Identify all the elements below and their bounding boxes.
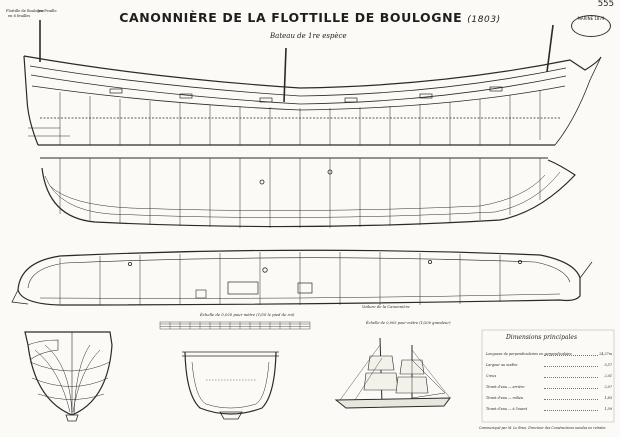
dimension-label: Tirant d'eau — milieu [486, 396, 524, 400]
dimension-label: Longueur de perpendiculaires en perpendi… [486, 352, 572, 356]
dimension-label: Creux [486, 374, 497, 378]
sheet-number-note: 1re Feuille [37, 9, 57, 13]
rig-note-scale: Échelle de 0,005 pour mètre (1/200 grand… [366, 321, 451, 325]
series-note-line1: Flottille de Boulogne [6, 9, 45, 13]
dimension-label: Tirant d'eau — arrière [486, 385, 525, 389]
half-breadth-plan [40, 157, 576, 228]
dimension-row: Creux 2,01 [486, 374, 612, 381]
dimension-value: 1,83 [604, 396, 612, 400]
dimension-value: 5,57 [604, 363, 612, 367]
dimension-row: Largeur au maître 5,57 [486, 363, 612, 370]
series-note-line2: en 6 feuilles [8, 14, 31, 18]
dimension-row: Tirant d'eau — milieu 1,83 [486, 396, 612, 403]
dimension-value: 2,01 [604, 374, 612, 378]
midship-section [182, 351, 279, 420]
archive-stamp: MARINE 1879 [571, 15, 611, 37]
title-text: CANONNIÈRE DE LA FLOTTILLE DE BOULOGNE [119, 10, 463, 25]
body-plan-sections [24, 331, 113, 422]
stamp-text: MARINE 1879 [577, 16, 605, 21]
rig-note-title: Voilure de la Canonnière [362, 304, 410, 309]
dimension-label: Largeur au maître [486, 363, 518, 367]
scale-bar [159, 321, 311, 330]
dimensions-title: Dimensions principales [506, 334, 578, 341]
dimension-row: Longueur de perpendiculaires en perpendi… [486, 352, 612, 359]
footer-credit: Communiqué par M. Le Brun, Directeur des… [479, 426, 606, 430]
title-year: (1803) [467, 15, 501, 25]
dimension-row: Tirant d'eau — à l'avant 1,59 [486, 407, 612, 414]
plate-title: CANONNIÈRE DE LA FLOTTILLE DE BOULOGNE (… [0, 10, 620, 25]
dimension-label: Tirant d'eau — à l'avant [486, 407, 528, 411]
scale-note: Échelle de 0,020 pour mètre (1/50 le pie… [200, 312, 295, 317]
dimension-value: 24,37m [599, 352, 612, 356]
deck-plan [11, 249, 593, 306]
dimension-row: Tirant d'eau — arrière 2,07 [486, 385, 612, 392]
sheer-plan-profile [23, 20, 602, 146]
dimension-value: 1,59 [604, 407, 612, 411]
dimension-value: 2,07 [604, 385, 612, 389]
sail-plan [334, 337, 452, 409]
plate-subtitle: Bateau de 1re espèce [270, 32, 347, 40]
plate-number: 555 [597, 0, 614, 9]
